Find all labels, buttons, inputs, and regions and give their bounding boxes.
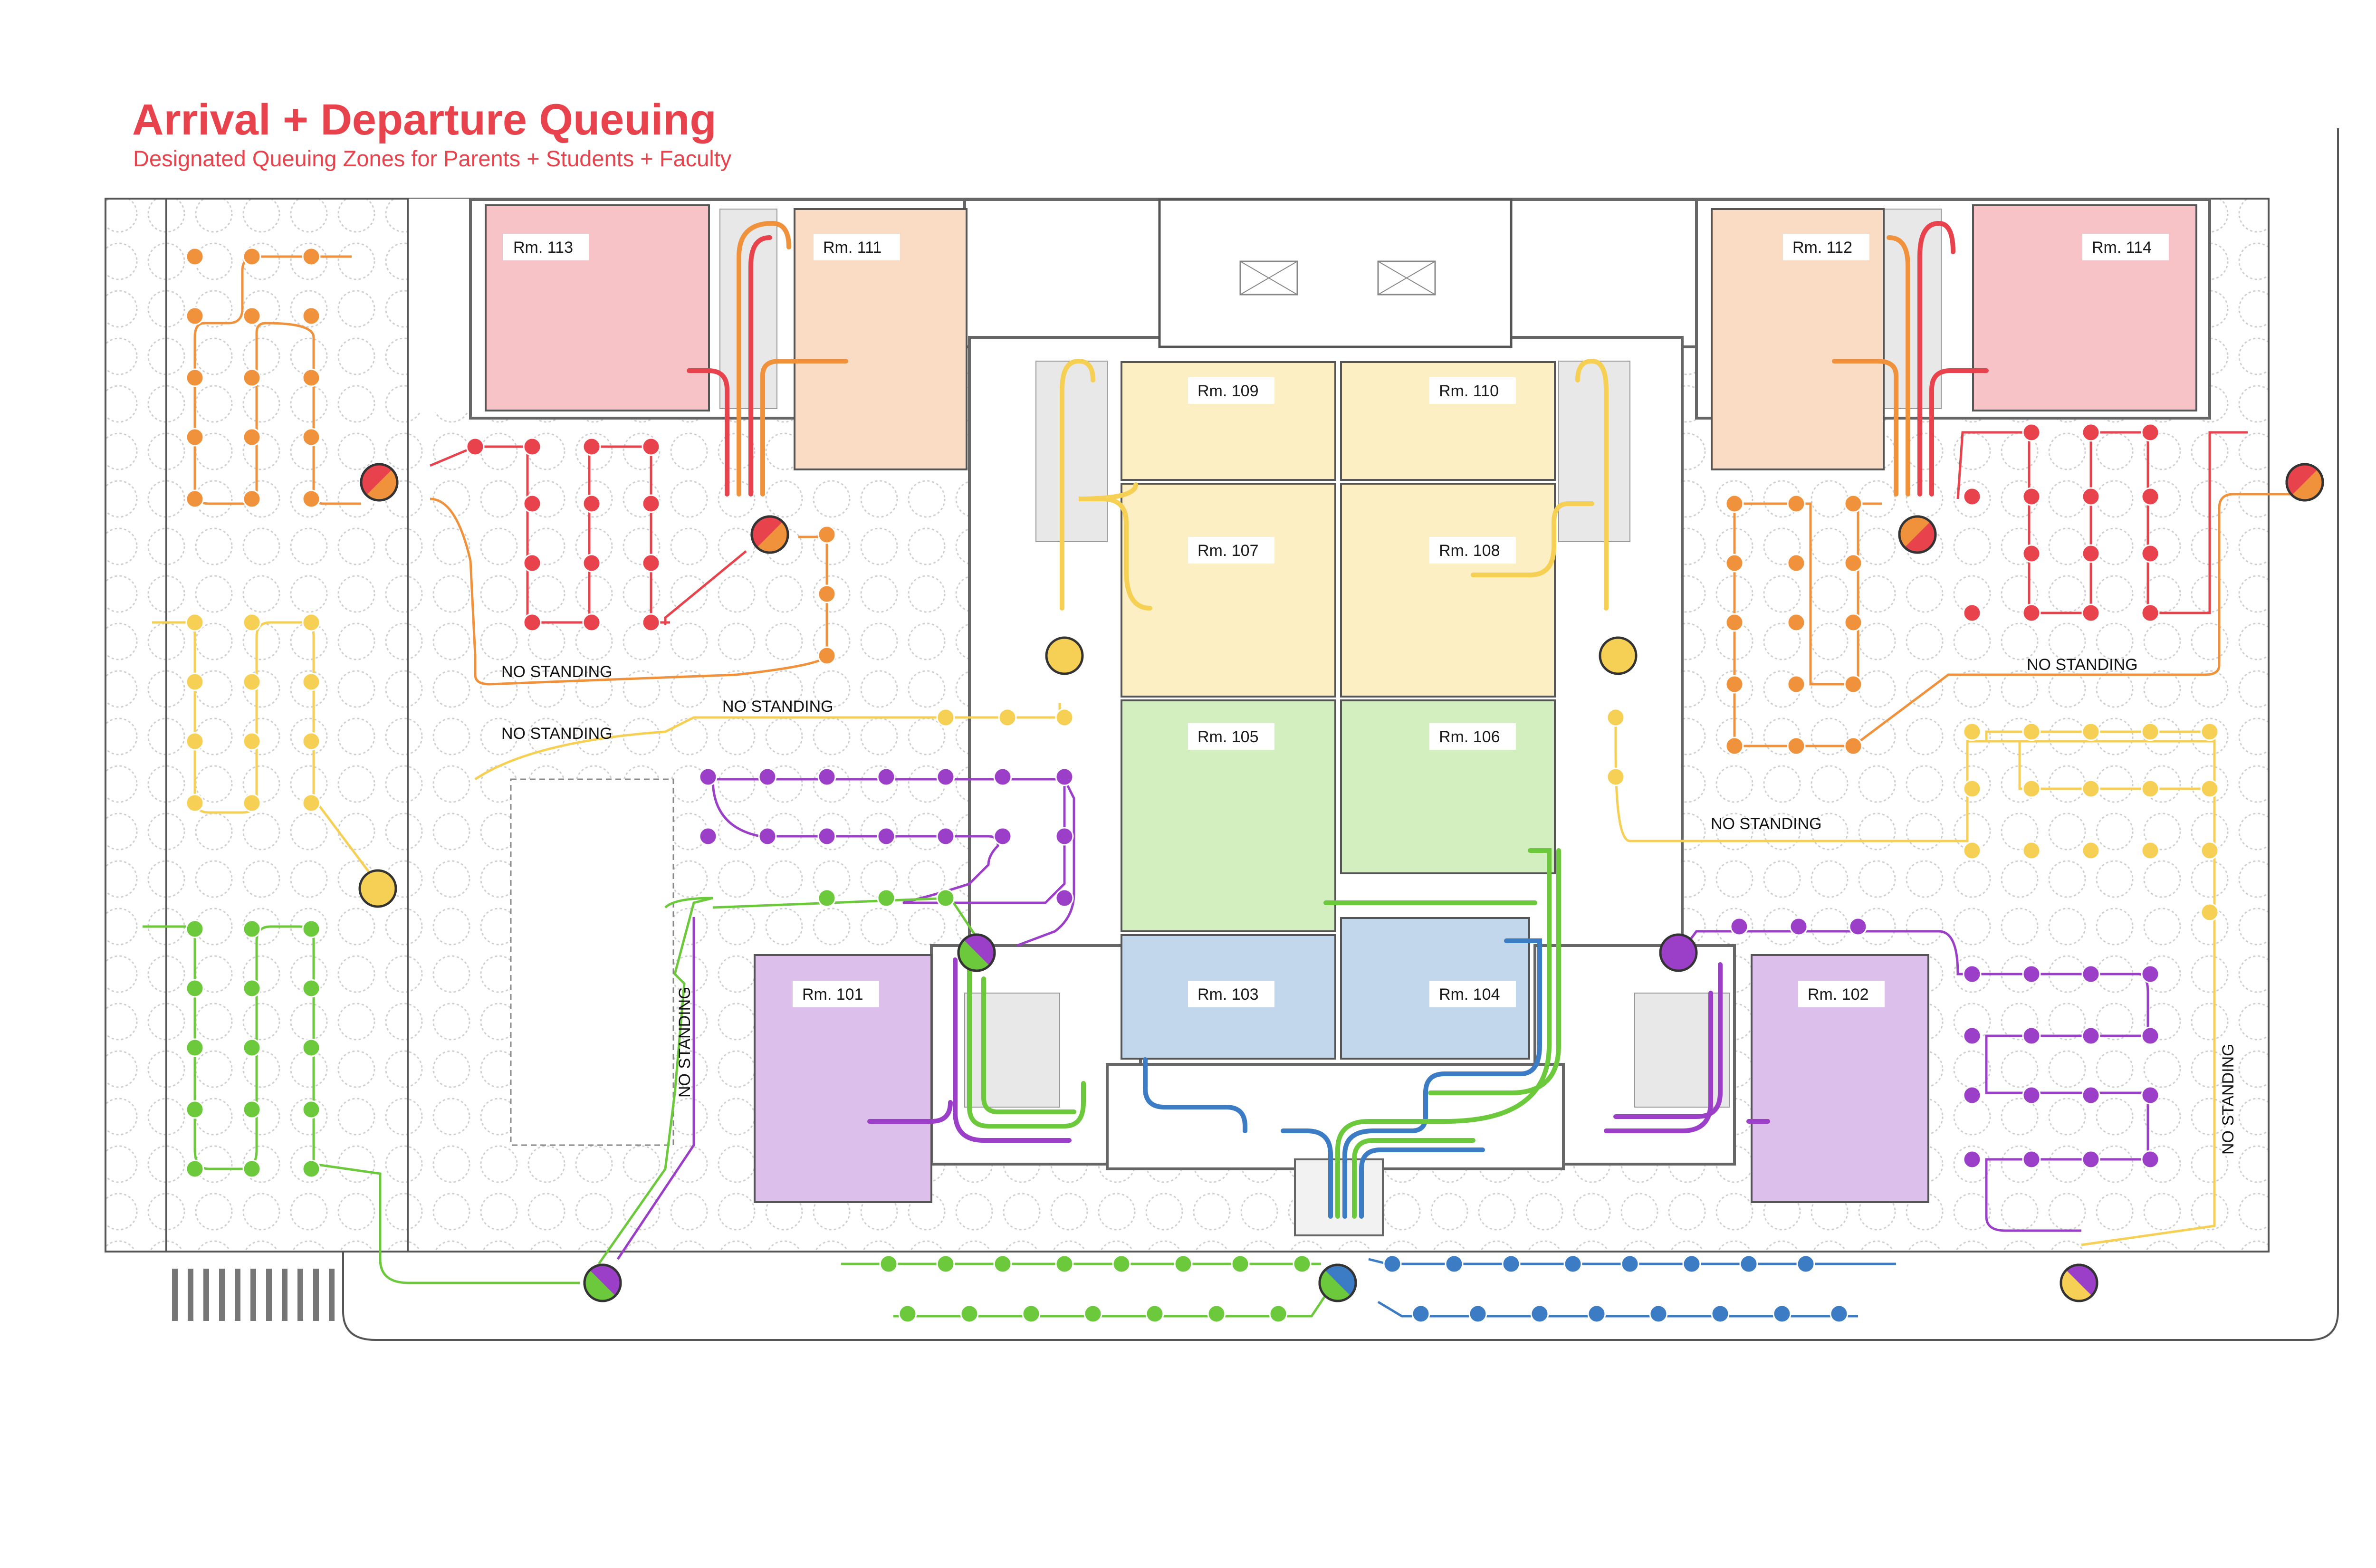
entry-marker-green-purple-street — [583, 1263, 622, 1302]
route-purple-left-b — [1016, 778, 1075, 947]
entry-marker-orange-red-stair-right — [1898, 515, 1937, 554]
no-standing-label: NO STANDING — [501, 725, 613, 743]
entry-marker-red-orange-right — [2285, 463, 2324, 502]
room-label-103: Rm. 103 — [1198, 985, 1259, 1004]
room-label-106: Rm. 106 — [1439, 728, 1500, 746]
entry-marker-red-orange-stair-left — [750, 515, 789, 554]
room-label-108: Rm. 108 — [1439, 542, 1500, 560]
crosswalk — [172, 1269, 335, 1321]
interior-flow-lines — [687, 220, 1989, 1219]
entry-marker-yellow-stair-right — [1599, 636, 1638, 675]
no-standing-label: NO STANDING — [722, 698, 834, 716]
room-label-101: Rm. 101 — [802, 985, 863, 1004]
room-label-111: Rm. 111 — [823, 239, 881, 257]
entry-marker-yellow-left — [358, 869, 397, 908]
room-label-105: Rm. 105 — [1198, 728, 1259, 746]
room-107 — [1121, 483, 1336, 698]
route-orange-right — [1733, 493, 2295, 747]
queue-dots — [185, 247, 2219, 1323]
route-purple-left — [711, 778, 1066, 904]
parking-area — [510, 778, 674, 1146]
room-label-107: Rm. 107 — [1198, 542, 1259, 560]
route-orange-left — [430, 497, 828, 686]
no-standing-label: NO STANDING — [1711, 815, 1822, 833]
portico — [1158, 198, 1513, 348]
page-subtitle: Designated Queuing Zones for Parents + S… — [133, 146, 732, 171]
room-label-110: Rm. 110 — [1439, 382, 1499, 400]
room-label-114: Rm. 114 — [2092, 239, 2152, 257]
route-red-left-2 — [664, 550, 747, 625]
no-standing-label: NO STANDING — [2219, 1043, 2237, 1155]
entry-marker-purple-yellow-corner — [2060, 1263, 2098, 1302]
room-labels: Rm. 113 Rm. 111 Rm. 112 Rm. 114 Rm. 109 … — [503, 234, 2169, 1007]
route-purple-diag — [616, 917, 695, 1260]
room-label-112: Rm. 112 — [1792, 239, 1852, 257]
page-title: Arrival + Departure Queuing — [132, 96, 717, 144]
entry-marker-purple-102 — [1659, 933, 1698, 972]
no-standing-label: NO STANDING — [2027, 656, 2138, 674]
entry-marker-green-blue-front — [1318, 1263, 1357, 1302]
entry-marker-yellow-stair-left — [1045, 636, 1084, 675]
room-label-109: Rm. 109 — [1198, 382, 1259, 400]
no-standing-label: NO STANDING — [501, 663, 613, 681]
entry-markers — [358, 463, 2324, 1302]
entry-marker-red-orange-left — [360, 463, 399, 502]
no-standing-label: NO STANDING — [676, 986, 694, 1098]
room-label-102: Rm. 102 — [1808, 985, 1869, 1004]
room-102 — [1751, 954, 1929, 1203]
room-108 — [1340, 483, 1556, 698]
no-standing-labels: NO STANDING NO STANDING NO STANDING NO S… — [501, 656, 2237, 1155]
entry-marker-green-purple-101 — [957, 933, 996, 972]
room-label-104: Rm. 104 — [1439, 985, 1500, 1004]
route-yellow-left — [474, 703, 1061, 781]
room-label-113: Rm. 113 — [513, 239, 573, 257]
